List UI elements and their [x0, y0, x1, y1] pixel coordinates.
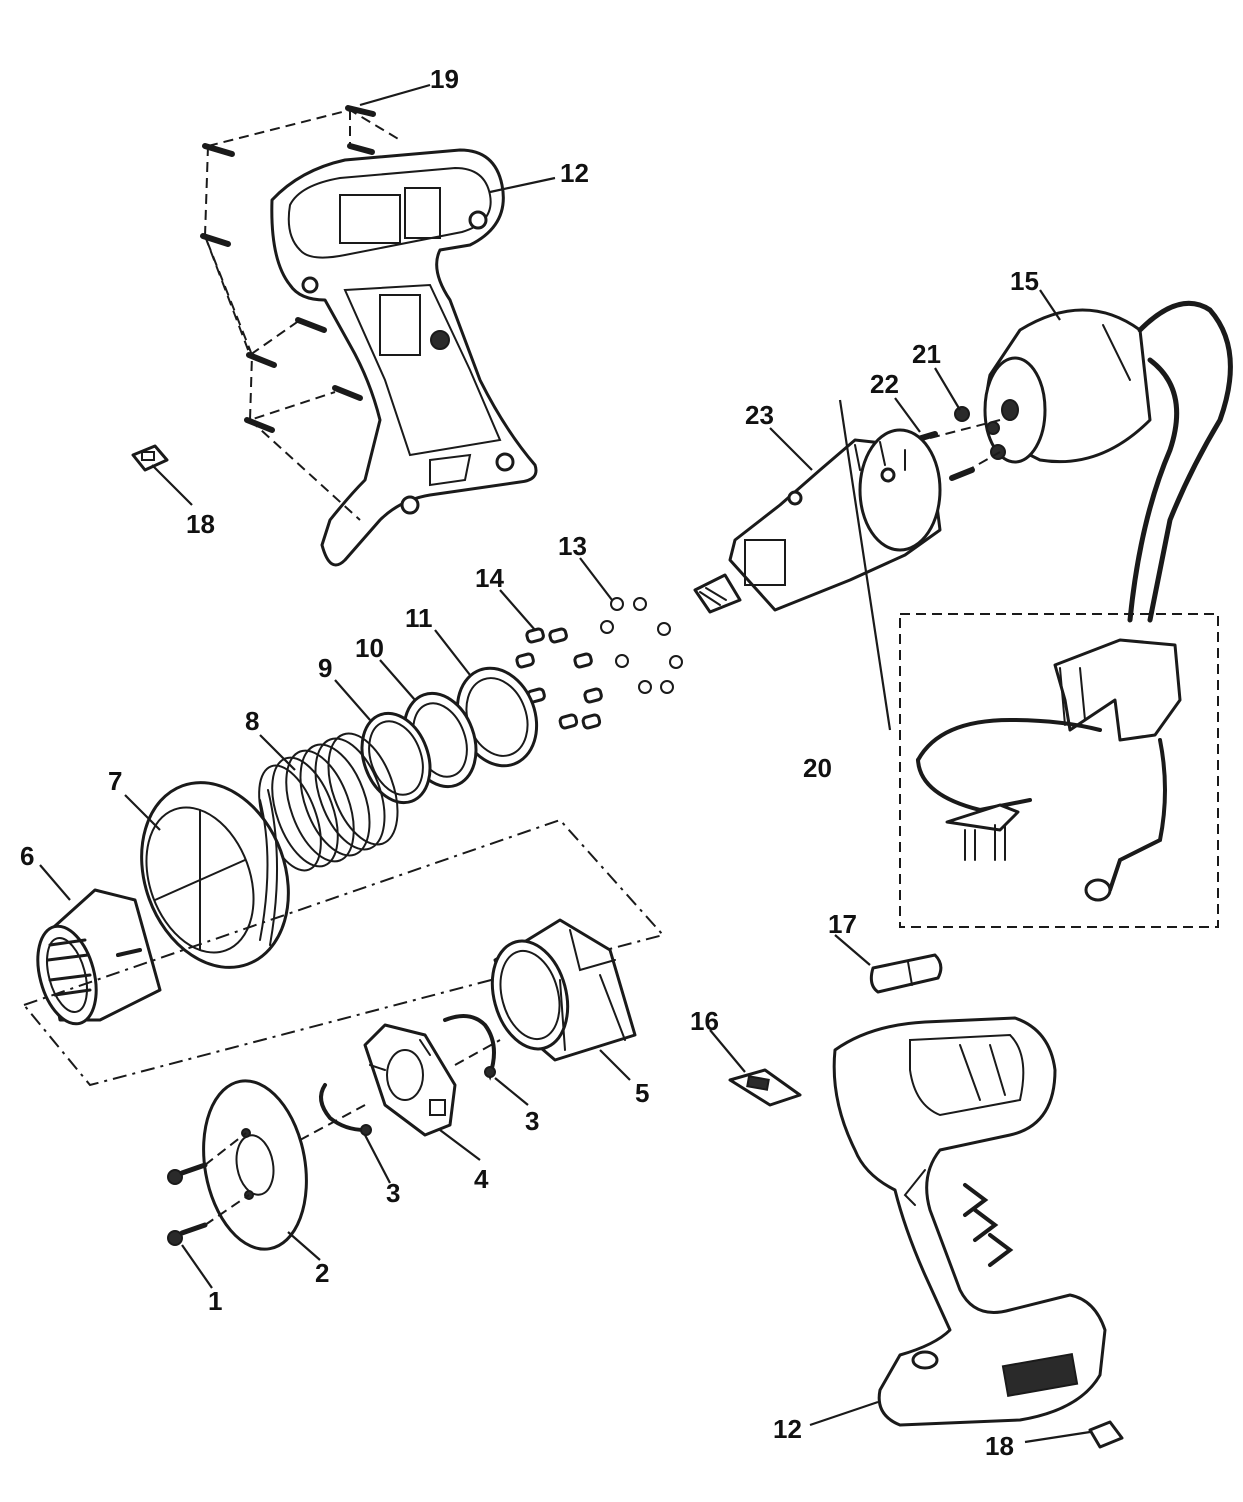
callout-1: 1 [208, 1286, 222, 1316]
collar [36, 888, 162, 1026]
callout-labels: 19 12 18 15 21 22 23 13 14 11 10 9 8 7 6… [20, 64, 1039, 1461]
callout-16: 16 [690, 1006, 719, 1036]
callout-3-right: 3 [525, 1106, 539, 1136]
screws [200, 105, 401, 521]
spring [258, 732, 399, 872]
motor-screws [912, 406, 1006, 481]
clip-part-16 [728, 1068, 802, 1107]
callout-5: 5 [635, 1078, 649, 1108]
callout-21: 21 [912, 339, 941, 369]
callout-15: 15 [1010, 266, 1039, 296]
leader-lines [39, 83, 1091, 1444]
housing-half-left [270, 148, 538, 567]
callout-4: 4 [474, 1164, 489, 1194]
bearing-balls [600, 597, 683, 694]
callout-17: 17 [828, 909, 857, 939]
switch-assembly [916, 638, 1182, 902]
tube [869, 953, 943, 994]
front-screws [167, 1039, 501, 1246]
callout-9: 9 [318, 653, 332, 683]
callout-3-left: 3 [386, 1178, 400, 1208]
callout-10: 10 [355, 633, 384, 663]
callout-14: 14 [475, 563, 504, 593]
clip-part-18-top [131, 444, 169, 472]
rings [360, 666, 539, 805]
callout-8: 8 [245, 706, 259, 736]
callout-6: 6 [20, 841, 34, 871]
plate [363, 1023, 457, 1137]
pins [515, 627, 603, 730]
callout-12-top: 12 [560, 158, 589, 188]
washer-plate [202, 1079, 308, 1251]
callout-22: 22 [870, 369, 899, 399]
housing-half-right [832, 1016, 1107, 1427]
callout-12-bottom: 12 [773, 1414, 802, 1444]
motor [983, 300, 1233, 623]
callout-18-bottom: 18 [985, 1431, 1014, 1461]
callout-11: 11 [405, 603, 433, 633]
callout-20: 20 [803, 753, 832, 783]
gearbox [693, 428, 942, 614]
front-housing [490, 918, 637, 1062]
callout-18-top: 18 [186, 509, 215, 539]
callout-19: 19 [430, 64, 459, 94]
clip-part-18-bottom [1088, 1420, 1124, 1449]
callout-2: 2 [315, 1258, 329, 1288]
callout-13: 13 [558, 531, 587, 561]
callout-7: 7 [108, 766, 122, 796]
clips [319, 1014, 496, 1136]
callout-23: 23 [745, 400, 774, 430]
